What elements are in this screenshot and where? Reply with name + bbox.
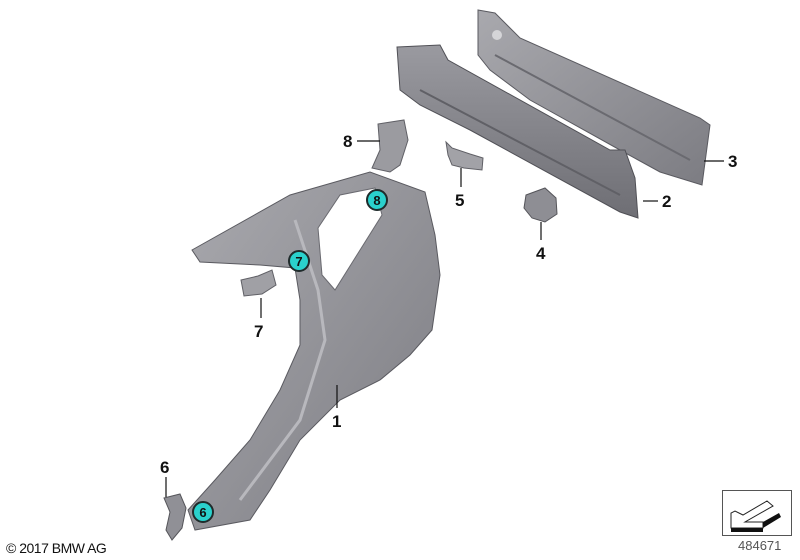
callout-7[interactable]: 7 xyxy=(254,322,264,341)
image-id: 484671 xyxy=(738,538,782,553)
copyright-text: © 2017 BMW AG xyxy=(6,540,107,556)
badge-7[interactable]: 7 xyxy=(288,250,310,272)
callout-3[interactable]: 3 xyxy=(728,152,738,171)
arrow-down-left-icon xyxy=(730,500,781,532)
callout-8[interactable]: 8 xyxy=(343,132,353,151)
navigation-button[interactable] xyxy=(722,490,792,536)
callout-4[interactable]: 4 xyxy=(536,244,546,263)
callout-1[interactable]: 1 xyxy=(332,412,342,431)
part-7-bracket[interactable] xyxy=(240,269,277,297)
part-6-bracket[interactable] xyxy=(163,493,187,541)
part-4-mount[interactable] xyxy=(523,187,558,223)
leader-lines xyxy=(165,140,724,497)
callout-5[interactable]: 5 xyxy=(455,191,465,210)
badge-8[interactable]: 8 xyxy=(366,189,388,211)
part-5-bracket[interactable] xyxy=(445,140,484,171)
badge-6[interactable]: 6 xyxy=(192,501,214,523)
callout-2[interactable]: 2 xyxy=(662,192,672,211)
part-2-rear-crossmember[interactable] xyxy=(396,44,639,219)
callout-6[interactable]: 6 xyxy=(160,458,170,477)
part-3-rear-panel[interactable] xyxy=(477,9,711,186)
part-1-side-panel[interactable] xyxy=(187,171,441,531)
part-8-bracket[interactable] xyxy=(371,119,409,173)
